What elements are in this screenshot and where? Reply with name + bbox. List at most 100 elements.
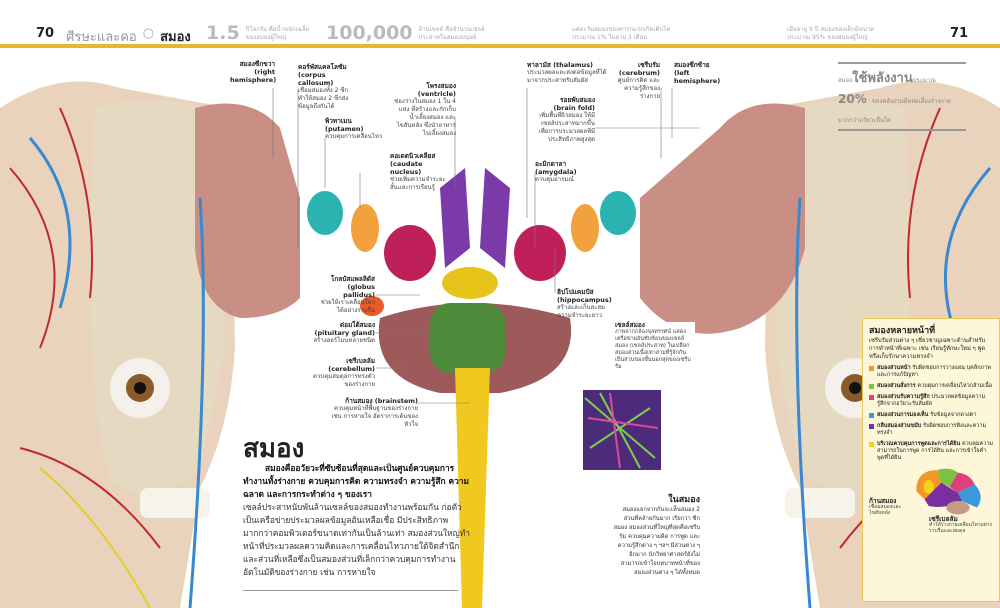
diagram-label-cerebellum: เซรีเบลลัมทำให้ร่างกายเคลื่อนไหวอย่างราบ… xyxy=(929,516,995,534)
label-thalamus: ทาลามัส (thalamus)ประมวลผลและส่งต่อข้อมู… xyxy=(527,61,611,85)
brain-anatomy-illustration xyxy=(0,81,1000,608)
legend-name: กลีบสมองส่วนขมับ xyxy=(877,423,922,429)
label-title: ต่อมใต้สมอง (pituitary gland) xyxy=(314,321,375,337)
brainstem xyxy=(430,303,505,373)
label-desc: ศูนย์การคิด และความรู้สึกของร่างกาย xyxy=(617,77,660,100)
label-title: พิวทาเมน (putamen) xyxy=(325,117,364,133)
label-hippocampus: ฮิปโปแคมปัส (hippocampus)สร้างและเก็บสะส… xyxy=(557,288,612,320)
divider xyxy=(243,590,458,591)
in-brain-text: สมองแยกจากกันจะเห็นสมอง 2 ส่วนที่คล้ายกั… xyxy=(613,507,700,576)
in-brain-section: ในสมอง สมองแยกจากกันจะเห็นสมอง 2 ส่วนที่… xyxy=(610,492,700,578)
label-right-hemisphere: สมองซีกขวา (right hemisphere) xyxy=(230,60,277,84)
left-page-number: 70 xyxy=(36,26,55,41)
legend-desc: ประมวลผลข้อมูลความรู้สึกจากอวัยวะรับสัมผ… xyxy=(877,394,986,407)
legend-text: สมองส่วนการมองเห็น รับข้อมูลจากดวงตา xyxy=(877,412,976,419)
left-teeth xyxy=(140,488,210,518)
energy-rest: ของพลังงานที่หล่อเลี้ยงร่างกาย มากกว่าอว… xyxy=(838,98,951,124)
label-title: คอร์พัสแคลโลซัม (corpus callosum) xyxy=(298,63,347,87)
label-brainstem: ก้านสมอง (brainstem)ควบคุมหน้าที่พื้นฐาน… xyxy=(330,397,418,429)
page-header xyxy=(0,0,1000,46)
legend-item: กลีบสมองส่วนขมับ รับผิดชอบการฟังและความท… xyxy=(869,423,993,437)
label-ventricle: โพรงสมอง (ventricle)ช่องว่างในสมอง 1 ใน … xyxy=(392,82,456,138)
label-desc: ช่องว่างในสมอง 1 ใน 4 แห่ง ที่สร้างและกั… xyxy=(394,98,456,137)
legend-text: กลีบสมองส่วนขมับ รับผิดชอบการฟังและความท… xyxy=(877,423,993,437)
ventricle-right xyxy=(480,168,510,268)
right-page-number-wrap: 71 xyxy=(950,22,968,44)
label-title: ทาลามัส (thalamus) xyxy=(527,61,594,69)
energy-highlight: ใช้พลังงาน xyxy=(852,71,913,86)
label-title: สมองซีกขวา (right hemisphere) xyxy=(230,60,277,84)
multi-function-box: สมองหลายหน้าที่ เซรีบรัมส่วนต่าง ๆ เชี่ย… xyxy=(862,318,1000,602)
fact4-text: เมื่ออายุ 9 ปี สมองของเด็กมีขนาดประมาณ 9… xyxy=(787,26,875,41)
legend-item: สมองส่วนหน้า รับผิดชอบการวางแผน บุคลิกภา… xyxy=(869,365,993,379)
legend-desc: ควบคุมความสามารถในการพูด การได้ยิน และกา… xyxy=(877,441,994,461)
label-left-hemisphere: สมองซีกซ้าย (left hemisphere) xyxy=(674,61,721,85)
label-title: เซรีเบลลัม xyxy=(929,515,958,523)
label-putamen: พิวทาเมน (putamen)ควบคุมการเคลื่อนไหว xyxy=(325,117,385,141)
main-lead: สมองคืออวัยวะที่ซับซ้อนที่สุดและเป็นศูนย… xyxy=(243,463,470,499)
label-title: ก้านสมอง xyxy=(869,497,897,505)
right-brain xyxy=(640,103,805,334)
fact3-text: แต่ละวันสมองของทารกแรกเกิดเติบโตประมาณ 1… xyxy=(572,26,671,41)
label-title: ฮิปโปแคมปัส (hippocampus) xyxy=(557,288,612,304)
fact4: เมื่ออายุ 9 ปี สมองของเด็กมีขนาดประมาณ 9… xyxy=(787,22,897,44)
section-name: ศีรษะและคอ xyxy=(66,30,137,45)
fact2: 100,000 ล้านเซลล์ คือจำนวนเซลล์ประสาทในส… xyxy=(326,22,499,44)
header-rule xyxy=(0,44,1000,48)
label-title: โพรงสมอง (ventricle) xyxy=(417,82,456,98)
label-pituitary-gland: ต่อมใต้สมอง (pituitary gland)สร้างฮอร์โม… xyxy=(305,321,375,345)
legend-name: สมองส่วนหน้า xyxy=(877,365,911,371)
fact2-text: ล้านเซลล์ คือจำนวนเซลล์ประสาทในสมองมนุษย… xyxy=(418,26,485,41)
fact2-number: 100,000 xyxy=(326,22,413,44)
legend-swatch xyxy=(869,442,874,447)
label-globus-pallidus: โกลบัสแพลลิดัส (globus pallidus)ช่วยให้เ… xyxy=(315,275,375,315)
legend-text: สมองส่วนสั่งการ ควบคุมการเคลื่อนไหวกล้าม… xyxy=(877,383,992,390)
label-desc: สร้างและเก็บสะสมความจำระยะยาว xyxy=(557,304,605,319)
label-corpus-callosum: คอร์พัสแคลโลซัม (corpus callosum)เชื่อมส… xyxy=(298,63,358,111)
label-title: สมองซีกซ้าย (left hemisphere) xyxy=(674,61,721,85)
label-desc: เพิ่มพื้นที่ผิวสมอง ให้มีเซลล์ประสาทมากข… xyxy=(538,112,595,143)
fact1-text: กิโลกรัม คือน้ำหนักเฉลี่ยของสมองผู้ใหญ่ xyxy=(245,26,310,41)
legend-swatch xyxy=(869,395,874,400)
legend-swatch xyxy=(869,424,874,429)
legend-name: สมองส่วนการมองเห็น xyxy=(877,412,929,418)
label-brain-fold: รอยพับสมอง (brain fold)เพิ่มพื้นที่ผิวสม… xyxy=(538,96,595,144)
label-desc: เชื่อมสมองและไขสันหลัง xyxy=(869,504,902,516)
label-caudate-nucleus: คอเดตนิวเคลียส (caudate nucleus)ช่วยเพิ่… xyxy=(390,152,450,192)
label-desc: ควบคุมสมดุลการทรงตัวของร่างกาย xyxy=(313,373,375,388)
legend-desc: รับผิดชอบการวางแผน บุคลิกภาพ และการแก้ปั… xyxy=(877,365,991,378)
energy-fact-box: สมองใช้พลังงานประมาณ 20% ของพลังงานที่หล… xyxy=(838,62,966,131)
legend-item: สมองส่วนสั่งการ ควบคุมการเคลื่อนไหวกล้าม… xyxy=(869,383,993,390)
label-desc: ควบคุมการเคลื่อนไหว xyxy=(325,133,383,140)
energy-pre: สมอง xyxy=(838,77,853,84)
multi-box-title: สมองหลายหน้าที่ xyxy=(869,326,936,336)
label-desc: เชื่อมสมองทั้ง 2 ซีก ทำให้สมอง 2 ซีกส่งข… xyxy=(298,87,349,110)
header-left-group: 70 ศีรษะและคอ ○ สมอง xyxy=(36,22,191,45)
legend-text: สมองส่วนหน้า รับผิดชอบการวางแผน บุคลิกภา… xyxy=(877,365,993,379)
main-paragraph: เซลล์ประสาทนับพันล้านเซลล์ของสมองทำงานพร… xyxy=(243,502,470,577)
chapter-name: สมอง xyxy=(160,30,191,45)
legend-item: บริเวณควบคุมการพูดและการได้ยิน ควบคุมควา… xyxy=(869,441,993,462)
label-cerebellum: เซรีเบลลัม (cerebellum)ควบคุมสมดุลการทรง… xyxy=(305,357,375,389)
multi-box-legend: สมองส่วนหน้า รับผิดชอบการวางแผน บุคลิกภา… xyxy=(869,365,993,462)
label-brain-cells: เซลล์สมองภาพจากกล้องจุลทรรศน์ แสดงเครือข… xyxy=(615,322,695,371)
label-desc: ควบคุมอารมณ์ xyxy=(535,176,574,183)
legend-swatch xyxy=(869,366,874,371)
ventricle-left xyxy=(440,168,470,268)
main-body: สมองคืออวัยวะที่ซับซ้อนที่สุดและเป็นศูนย… xyxy=(243,462,475,579)
label-title: เซรีบรัม (cerebrum) xyxy=(618,61,660,77)
fact3: แต่ละวันสมองของทารกแรกเกิดเติบโตประมาณ 1… xyxy=(572,22,672,44)
label-title: เซลล์สมอง xyxy=(615,321,645,329)
label-cerebrum: เซรีบรัม (cerebrum)ศูนย์การคิด และความรู… xyxy=(615,61,660,101)
legend-text: บริเวณควบคุมการพูดและการได้ยิน ควบคุมควา… xyxy=(877,441,993,462)
label-title: โกลบัสแพลลิดัส (globus pallidus) xyxy=(330,275,375,299)
multi-box-intro: เซรีบรัมส่วนต่าง ๆ เชี่ยวชาญเฉพาะด้านสำห… xyxy=(869,338,986,360)
label-title: รอยพับสมอง (brain fold) xyxy=(553,96,595,112)
legend-name: สมองส่วนรับความรู้สึก xyxy=(877,394,930,400)
energy-mid: ประมาณ xyxy=(912,77,936,84)
label-desc: ประมวลผลและส่งต่อข้อมูลที่ได้มาจากประสาท… xyxy=(527,69,607,84)
fact1-number: 1.5 xyxy=(206,22,240,44)
legend-swatch xyxy=(869,413,874,418)
label-desc: สร้างฮอร์โมนหลายชนิด xyxy=(313,337,375,344)
right-amygdala-teal xyxy=(600,191,636,235)
